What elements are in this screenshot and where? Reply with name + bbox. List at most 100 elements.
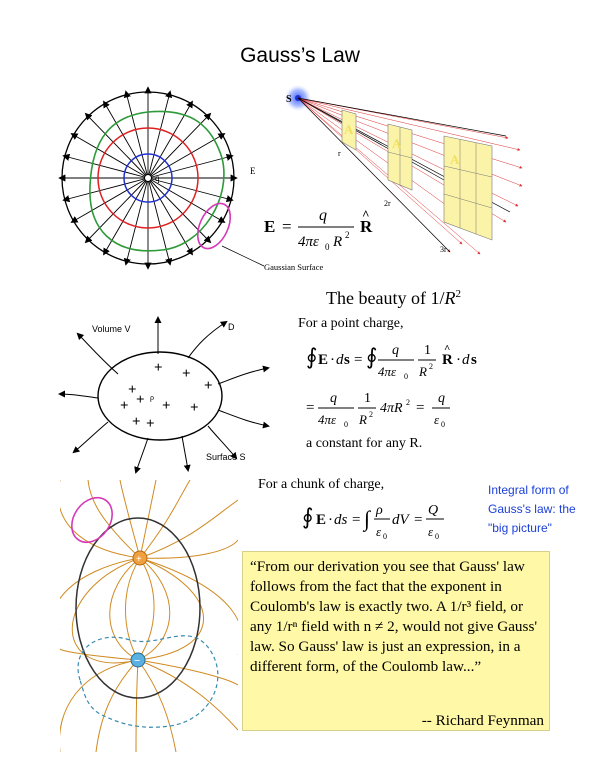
svg-text:·: · — [456, 352, 461, 368]
negative-charge — [130, 652, 146, 668]
svg-text:R: R — [442, 352, 453, 368]
svg-text:s: s — [344, 352, 350, 368]
svg-text:∮: ∮ — [306, 344, 317, 369]
red-gaussian-surface — [97, 127, 199, 229]
svg-text:0: 0 — [404, 372, 408, 381]
dipole-field-figure: + − — [60, 480, 238, 752]
svg-text:0: 0 — [435, 532, 439, 541]
field-lines — [58, 86, 238, 270]
charge-label: q — [155, 173, 160, 183]
svg-text:ε: ε — [376, 524, 382, 539]
point-charge-figure: q E Gaussian Surface — [58, 86, 323, 272]
beauty-var: R — [444, 288, 456, 308]
svg-text:=: = — [352, 512, 360, 528]
page-title: Gauss’s Law — [240, 44, 360, 67]
point-charge-label: For a point charge, — [298, 316, 404, 331]
eq-field-den-exp: 2 — [345, 230, 350, 240]
svg-text:ε: ε — [434, 412, 440, 427]
svg-text:∮: ∮ — [366, 344, 377, 369]
svg-text:R: R — [358, 412, 367, 427]
svg-text:·: · — [330, 352, 335, 368]
svg-text:ε: ε — [428, 524, 434, 539]
dashed-surface — [77, 635, 219, 728]
small-gaussian-surface — [196, 202, 232, 250]
svg-text:+: + — [132, 414, 141, 430]
area-label-2: A — [392, 136, 402, 151]
area-panel-3 — [443, 135, 493, 241]
svg-text:E: E — [316, 512, 326, 528]
flux-derivation: ∮ E · d s = ∮ q 4πε 0 1 R 2 R ^ · d s = … — [306, 343, 477, 429]
svg-text:∮: ∮ — [302, 504, 313, 529]
integral-form-equation: ∮ E · ds = ∫ ρ ε 0 dV = Q ε 0 — [302, 503, 444, 541]
gaussian-surface-label: Gaussian Surface — [264, 262, 323, 272]
svg-text:+: + — [146, 416, 155, 432]
eq-field-num: q — [319, 207, 327, 224]
svg-text:0: 0 — [344, 420, 348, 429]
svg-text:=: = — [414, 512, 422, 528]
svg-text:0: 0 — [383, 532, 387, 541]
svg-text:R: R — [418, 364, 427, 379]
beauty-text: The beauty of 1/ — [326, 288, 445, 308]
svg-text:d: d — [336, 352, 344, 368]
dipole-gaussian-surface — [75, 517, 201, 699]
svg-text:2: 2 — [406, 398, 410, 407]
quote-text: “From our derivation you see that Gauss'… — [250, 558, 538, 676]
area-panel-1 — [341, 109, 357, 151]
svg-text:∫: ∫ — [362, 506, 372, 532]
integral-note: Integral form of Gauss's law: the "big p… — [488, 483, 576, 535]
svg-text:·: · — [328, 512, 333, 528]
svg-text:d: d — [462, 352, 470, 368]
d-field-lines — [58, 316, 270, 474]
svg-text:=: = — [282, 217, 292, 236]
beauty-exp: 2 — [455, 288, 461, 300]
svg-text:2: 2 — [369, 410, 373, 419]
svg-text:4πR: 4πR — [380, 401, 403, 416]
svg-text:Q: Q — [428, 503, 438, 518]
surface-s-label: Surface S — [206, 452, 246, 462]
volume-charges: +++ +++ ++ ++ — [120, 360, 213, 432]
coulomb-field-equation: E = q 4πε 0 R 2 R ^ — [264, 207, 373, 252]
eq-field-den-r: R — [332, 234, 342, 250]
blue-gaussian-surface — [123, 153, 173, 203]
rho-label: ρ — [150, 393, 154, 402]
volume-label: Volume V — [92, 324, 131, 334]
svg-text:1: 1 — [424, 343, 431, 358]
field-label: E — [250, 166, 256, 176]
svg-text:+: + — [128, 382, 137, 398]
svg-text:+: + — [162, 398, 171, 414]
green-gaussian-surface — [89, 110, 225, 252]
outer-circle — [61, 91, 235, 265]
svg-text:4πε: 4πε — [318, 412, 337, 427]
svg-text:=: = — [354, 352, 362, 368]
constant-label: a constant for any R. — [306, 436, 423, 451]
point-charge — [144, 174, 152, 182]
negative-sign: − — [134, 655, 140, 667]
svg-text:1: 1 — [364, 391, 371, 406]
distance-label-r: r — [338, 149, 341, 158]
svg-text:s: s — [471, 352, 477, 368]
svg-text:q: q — [438, 391, 445, 406]
svg-text:E: E — [318, 352, 328, 368]
svg-text:^: ^ — [444, 343, 450, 355]
dipole-field-lines — [60, 480, 238, 752]
svg-text:ρ: ρ — [375, 503, 383, 518]
svg-text:+: + — [154, 360, 163, 376]
beauty-heading: The beauty of 1/R2 — [326, 288, 461, 309]
svg-text:+: + — [182, 366, 191, 382]
svg-text:+: + — [204, 378, 213, 394]
svg-text:ds: ds — [334, 512, 348, 528]
svg-text:q: q — [330, 391, 337, 406]
svg-text:=: = — [416, 400, 424, 416]
svg-text:0: 0 — [441, 420, 445, 429]
area-label-3: A — [450, 152, 460, 167]
surface-s — [97, 351, 223, 441]
positive-sign: + — [136, 554, 142, 565]
svg-text:+: + — [120, 398, 129, 414]
svg-text:4πε: 4πε — [378, 364, 397, 379]
eq-field-unit: R — [360, 217, 373, 236]
svg-text:^: ^ — [362, 207, 370, 222]
source-label: S — [286, 94, 292, 105]
svg-text:q: q — [392, 343, 399, 358]
distance-label-3r: 3r — [440, 245, 447, 254]
quote-box — [242, 551, 550, 731]
